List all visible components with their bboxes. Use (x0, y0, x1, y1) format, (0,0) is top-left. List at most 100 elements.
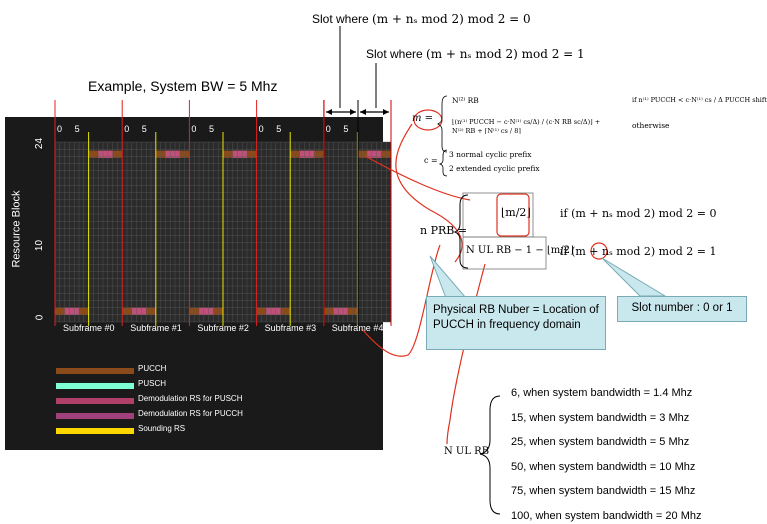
legend-swatch (56, 428, 134, 434)
subframe-label-3: Subframe #3 (264, 323, 317, 333)
legend-label: PUCCH (138, 364, 167, 373)
formula-m-case2-cond: otherwise (632, 121, 670, 130)
bandwidth-item-0: 6, when system bandwidth = 1.4 Mhz (511, 387, 693, 399)
dmrs-bottom-4-2 (343, 307, 348, 315)
bandwidth-item-2: 25, when system bandwidth = 5 Mhz (511, 436, 690, 448)
legend-swatch (56, 413, 134, 419)
y-tick-24: 24 (34, 137, 46, 150)
bandwidth-item-3: 50, when system bandwidth = 10 Mhz (511, 460, 696, 473)
legend-swatch (56, 398, 134, 404)
legend-label: Demodulation RS for PUSCH (138, 394, 243, 403)
nprb-brace (453, 194, 469, 269)
dmrs-bottom-4-1 (338, 307, 343, 315)
dmrs-bottom-0-2 (74, 307, 79, 315)
ns-highlight-circle (590, 242, 608, 260)
y-tick-10: 10 (34, 239, 46, 252)
dmrs-bottom-0-0 (64, 307, 70, 315)
slot-label-odd-text: Slot where (366, 47, 423, 61)
dmrs-bottom-1-2 (141, 307, 147, 315)
x-tick-0: 0 (124, 124, 130, 134)
bandwidth-item-5: 100, when system bandwidth = 20 Mhz (511, 509, 702, 522)
x-tick-0: 0 (191, 124, 197, 134)
formula-nprb-case2-cond: if (m + nₛ mod 2) mod 2 = 1 (560, 245, 717, 258)
dmrs-bottom-1-0 (131, 307, 137, 315)
slot-label-even-text: Slot where (312, 12, 369, 26)
formula-m-case2-expr: ⌊(n⁽¹⁾ PUCCH − c·N⁽¹⁾ cs/Δ) / (c·N RB sc… (452, 118, 601, 135)
dmrs-bottom-3-2 (275, 307, 281, 315)
dmrs-top-1-1 (170, 150, 175, 158)
legend-swatch (56, 368, 134, 374)
dmrs-bottom-2-1 (203, 307, 209, 315)
dmrs-top-0-2 (107, 150, 113, 158)
dmrs-top-3-2 (309, 150, 315, 158)
c-brace (438, 149, 448, 177)
dmrs-bottom-3-0 (266, 307, 271, 315)
m-brace (437, 95, 448, 153)
dmrs-top-3-0 (299, 150, 305, 158)
x-tick-0: 0 (258, 124, 264, 134)
x-tick-0: 0 (57, 124, 63, 134)
dmrs-top-3-1 (304, 150, 310, 158)
dmrs-bottom-2-0 (199, 307, 204, 315)
nprb-case2-box (462, 236, 547, 270)
dmrs-bottom-3-1 (271, 307, 276, 315)
dmrs-top-1-0 (165, 150, 171, 158)
x-tick-5: 5 (209, 124, 215, 134)
x-tick-5: 5 (276, 124, 282, 134)
bandwidth-item-4: 75, when system bandwidth = 15 Mhz (511, 485, 696, 497)
callout-slot-pointer (601, 257, 667, 297)
dmrs-top-1-2 (175, 150, 180, 158)
formula-c-case1: 3 normal cyclic prefix (449, 150, 532, 159)
dmrs-top-2-2 (242, 150, 247, 158)
nul-rb-label: N UL RB (444, 446, 490, 457)
y-tick-0: 0 (34, 314, 46, 321)
dmrs-bottom-0-1 (69, 307, 75, 315)
subframe-label-2: Subframe #2 (197, 323, 249, 333)
slot-formula-even: (m + nₛ mod 2) mod 2 = 0 (372, 12, 531, 26)
legend-swatch (56, 383, 134, 389)
formula-c-case2: 2 extended cyclic prefix (449, 164, 540, 173)
bw-brace (479, 395, 501, 515)
dmrs-top-0-1 (103, 150, 108, 158)
slot-label-even: Slot where (m + nₛ mod 2) mod 2 = 0 (312, 12, 531, 26)
formula-nprb-case2-expr: N UL RB − 1 − ⌊m/2⌋ (466, 245, 574, 256)
y-axis-label: Resource Block (10, 190, 23, 268)
x-tick-0: 0 (325, 124, 331, 134)
connector-curves (361, 123, 486, 445)
subframe-label-0: Subframe #0 (63, 323, 115, 333)
dmrs-bottom-1-1 (136, 307, 142, 315)
slot-formula-odd: (m + nₛ mod 2) mod 2 = 1 (426, 47, 585, 61)
formula-m-case1-expr: N⁽²⁾ RB (452, 96, 479, 105)
legend-label: Demodulation RS for PUCCH (138, 409, 243, 418)
subframe-label-1: Subframe #1 (130, 323, 182, 333)
dmrs-bottom-4-0 (333, 307, 339, 315)
formula-m-case1-cond: if n⁽¹⁾ PUCCH < c·N⁽¹⁾ cs / Δ PUCCH shif… (632, 96, 767, 104)
slot-label-odd: Slot where (m + nₛ mod 2) mod 2 = 1 (366, 47, 585, 61)
formula-nprb-case1-cond: if (m + nₛ mod 2) mod 2 = 0 (560, 207, 717, 220)
subframe-label-4: Subframe #4 (331, 323, 384, 333)
x-tick-5: 5 (343, 124, 349, 134)
dmrs-top-2-1 (237, 150, 243, 158)
dmrs-top-4-1 (371, 150, 377, 158)
x-tick-5: 5 (141, 124, 147, 134)
x-tick-5: 5 (74, 124, 80, 134)
dmrs-top-4-0 (367, 150, 372, 158)
legend-label: Sounding RS (138, 424, 186, 433)
formula-nprb-lhs: n PRB = (420, 224, 468, 237)
slot-markers (323, 26, 392, 325)
resource-grid (54, 100, 392, 326)
legend-label: PUSCH (138, 379, 167, 388)
dmrs-top-2-0 (232, 150, 238, 158)
callout-slot-number: Slot number : 0 or 1 (617, 296, 747, 322)
dmrs-top-0-0 (98, 150, 103, 158)
example-title: Example, System BW = 5 Mhz (88, 78, 278, 94)
dmrs-bottom-2-2 (208, 307, 214, 315)
callout-physical-rb: Physical RB Nuber = Location of PUCCH in… (426, 296, 606, 350)
formula-c-lhs: c = (424, 156, 438, 165)
dmrs-top-4-2 (376, 150, 382, 158)
bandwidth-item-1: 15, when system bandwidth = 3 Mhz (511, 411, 690, 424)
formula-nprb-case1-expr: ⌊m/2⌋ (501, 206, 531, 219)
formula-m-lhs: m = (412, 113, 434, 124)
m-over-2-highlight (496, 193, 530, 237)
